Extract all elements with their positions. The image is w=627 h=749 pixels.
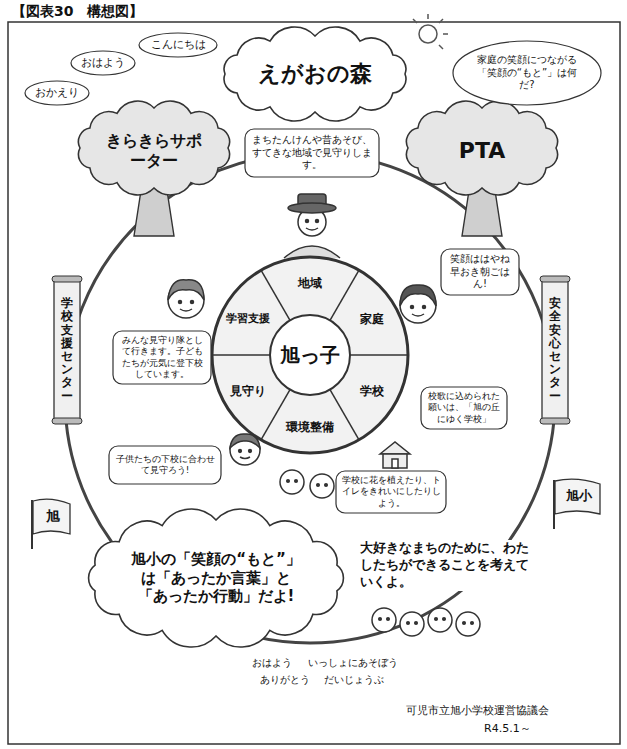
wheel-hub: 旭っ子 地域家庭学校環境整備 見守り 学習支援 bbox=[210, 255, 410, 455]
bubble-rect bbox=[245, 129, 379, 177]
flag-outline bbox=[550, 478, 602, 530]
wheel-spoke bbox=[330, 390, 359, 440]
banner-roll bbox=[540, 418, 570, 424]
supporter-tree-text: きらきらサポーター bbox=[100, 131, 208, 171]
wheel-segment: 環境整備 bbox=[284, 418, 336, 436]
supporter-tree: きらきらサポーター bbox=[70, 98, 238, 238]
cloud-node: えがおの森 bbox=[213, 24, 417, 124]
wheel-segment: 家庭 bbox=[346, 310, 398, 328]
speech-bubble-text: 子供たちの下校に合わせて見守ろう! bbox=[114, 454, 216, 477]
greeting-bubble-text: おはよう bbox=[81, 56, 125, 70]
speech-bubble-text: 笑顔ははやね早おき朝ごはん! bbox=[446, 253, 514, 291]
bubble-rect bbox=[109, 446, 221, 484]
tree-outline bbox=[398, 98, 566, 238]
wheel-segment-text: 地域 bbox=[298, 276, 322, 291]
school-flag-text: 旭 bbox=[46, 508, 60, 526]
school-flag: 旭小 bbox=[550, 478, 602, 530]
tree-canopy bbox=[406, 101, 557, 195]
child-word: いっしょにあそぼう bbox=[306, 656, 400, 669]
tree-canopy bbox=[78, 101, 229, 195]
motto-cloud: 旭小の「笑顔の“もと”」は「あったか言葉」と「あったか行動」だよ! bbox=[80, 508, 352, 648]
speech-bubble: 学校に花を植えたり、トイレをきれいにしたりしよう。 bbox=[335, 470, 447, 514]
child-word: おはよう bbox=[250, 656, 294, 669]
wheel-hub-text: 旭っ子 bbox=[280, 343, 340, 368]
speech-bubble: 子供たちの下校に合わせて見守ろう! bbox=[108, 445, 222, 485]
speech-bubble-text: まちたんけんや昔あそび、すてきな地域で見守りします。 bbox=[252, 134, 372, 172]
school-flag-text: 旭小 bbox=[566, 488, 592, 504]
bubble-rect bbox=[421, 387, 507, 429]
greeting-bubble: おかえり bbox=[24, 80, 90, 106]
wheel-spoke bbox=[330, 270, 359, 320]
cloud-node-text: えがおの森 bbox=[258, 60, 372, 88]
side-banner-text: 学校支援センター bbox=[61, 297, 73, 403]
speech-bubble: 笑顔ははやね早おき朝ごはん! bbox=[440, 248, 520, 296]
greeting-bubble: こんにちは bbox=[138, 32, 218, 58]
helper-face bbox=[230, 434, 260, 465]
wheel-segment-text: 見守り bbox=[230, 384, 266, 399]
bubble-ellipse bbox=[25, 81, 89, 105]
speech-bubble: 校歌に込められた願いは、「旭の丘にゆく学校」 bbox=[420, 386, 508, 430]
bubble-rect bbox=[113, 331, 211, 384]
child-word: だいじょうぶ bbox=[322, 673, 386, 686]
greeting-bubble-text: おかえり bbox=[35, 86, 79, 100]
child-word: ありがとう bbox=[258, 673, 312, 686]
bubble-rect bbox=[336, 471, 446, 513]
pta-tree-text: PTA bbox=[459, 137, 505, 165]
wheel-spoke bbox=[212, 354, 270, 356]
banner-body bbox=[542, 281, 568, 419]
speech-bubble: まちたんけんや昔あそび、すてきな地域で見守りします。 bbox=[244, 128, 380, 178]
sun-icon bbox=[413, 14, 448, 49]
banner-roll bbox=[540, 276, 570, 282]
speech-bubble-text: 学校に花を植えたり、トイレをきれいにしたりしよう。 bbox=[341, 475, 441, 509]
closing-message: 大好きなまちのために、わたしたちができることを考えていくよ。 bbox=[358, 540, 540, 591]
speech-bubble: みんな見守り隊として行きます。子どもたちが元気に登下校しています。 bbox=[112, 330, 212, 385]
pta-tree: PTA bbox=[398, 98, 566, 238]
greeting-bubble: おはよう bbox=[70, 50, 136, 76]
bubble-ellipse bbox=[139, 33, 217, 57]
figure-title: 【図表30 構想図】 bbox=[10, 2, 145, 20]
footer-org: 可児市立旭小学校運営協議会 bbox=[404, 704, 551, 718]
wheel-spoke bbox=[350, 354, 408, 356]
wheel-segment: 学校 bbox=[346, 382, 398, 400]
school-icon bbox=[380, 442, 410, 468]
footer-date: R4.5.1～ bbox=[482, 722, 533, 736]
flag-outline bbox=[28, 498, 72, 550]
motto-cloud-text: 旭小の「笑顔の“もと”」は「あったか言葉」と「あったか行動」だよ! bbox=[130, 550, 302, 606]
banner-roll bbox=[52, 276, 82, 282]
cloud-path bbox=[89, 509, 344, 647]
side-banner: 安全安心センター bbox=[540, 275, 570, 425]
bubble-ellipse bbox=[71, 51, 135, 75]
wheel-segment-text: 家庭 bbox=[360, 312, 384, 327]
cloud-path bbox=[224, 27, 406, 121]
speech-bubble-text: 校歌に込められた願いは、「旭の丘にゆく学校」 bbox=[426, 391, 502, 425]
woman-face-right bbox=[400, 285, 436, 323]
wheel-segment-text: 学習支援 bbox=[226, 312, 270, 326]
bubble-ellipse bbox=[453, 41, 601, 105]
man-figure bbox=[284, 194, 340, 258]
speech-bubble-text: 家庭の笑顔につながる「笑顔の“もと”」は何だ? bbox=[470, 54, 584, 92]
speech-bubble: 家庭の笑顔につながる「笑顔の“もと”」は何だ? bbox=[452, 40, 602, 106]
banner-body bbox=[54, 281, 80, 419]
wheel-segment-text: 環境整備 bbox=[286, 420, 334, 435]
children-row bbox=[372, 608, 480, 636]
wheel-rim bbox=[212, 257, 408, 453]
kids-faces bbox=[280, 470, 334, 498]
side-banner-text: 安全安心センター bbox=[549, 297, 561, 403]
speech-bubble-text: みんな見守り隊として行きます。子どもたちが元気に登下校しています。 bbox=[118, 335, 206, 380]
flag-cloth bbox=[33, 499, 70, 534]
wheel-segment: 学習支援 bbox=[222, 310, 274, 328]
wheel-segment: 見守り bbox=[222, 382, 274, 400]
banner-roll bbox=[52, 418, 82, 424]
side-banner: 学校支援センター bbox=[52, 275, 82, 425]
flag-cloth bbox=[555, 479, 600, 514]
wheel-center bbox=[270, 315, 350, 395]
frame-border bbox=[8, 22, 620, 744]
school-flag: 旭 bbox=[28, 498, 72, 550]
bubble-rect bbox=[441, 249, 519, 295]
woman-face-left bbox=[168, 280, 204, 318]
wheel-segment: 地域 bbox=[284, 274, 336, 292]
greeting-bubble-text: こんにちは bbox=[151, 38, 206, 52]
wheel-segment-text: 学校 bbox=[360, 384, 384, 399]
